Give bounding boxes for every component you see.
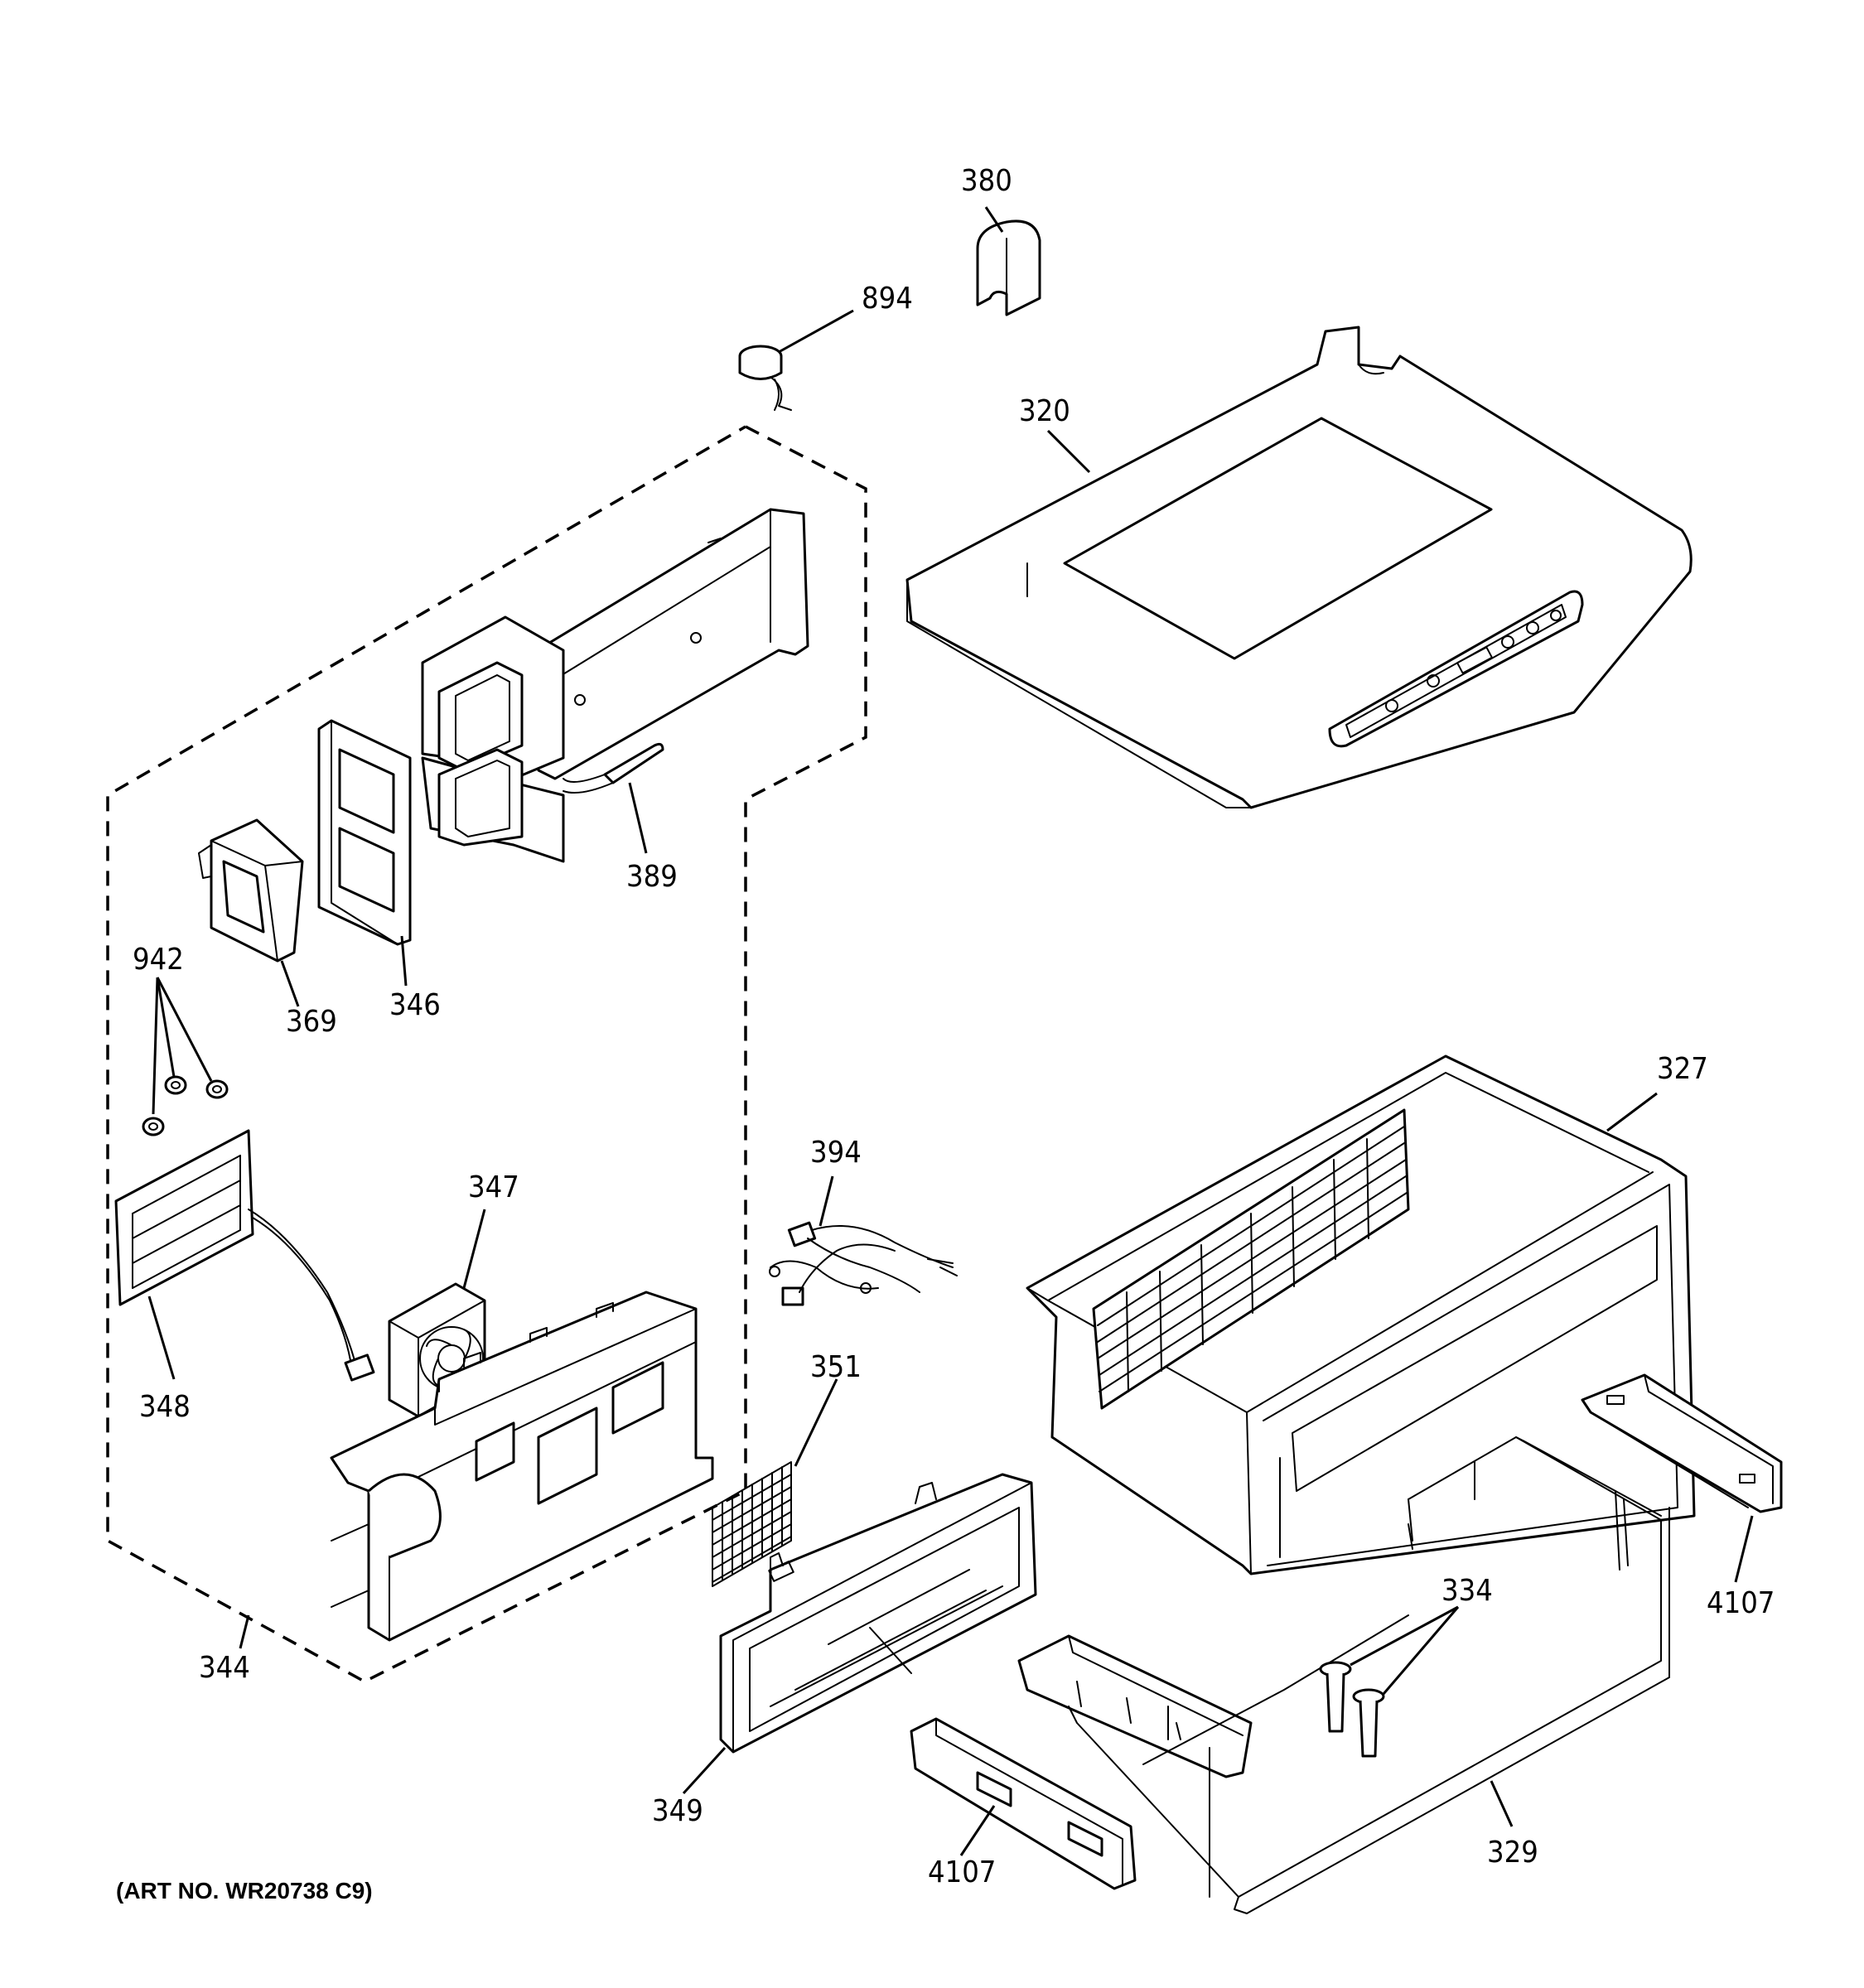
part-duct-housing [421, 508, 809, 863]
callout-4107-right: 4107 [1707, 1586, 1775, 1620]
callout-380: 380 [961, 164, 1012, 198]
art-number: (ART NO. WR20738 C9) [116, 1878, 373, 1904]
callout-327: 327 [1657, 1052, 1708, 1086]
leader-lines [147, 206, 1754, 1856]
part-942-grommets [142, 1075, 229, 1136]
callout-389: 389 [626, 860, 678, 894]
part-389-sensor [563, 742, 664, 794]
part-380-cap [976, 220, 1041, 316]
callout-346: 346 [389, 988, 441, 1022]
part-front-housing [330, 1291, 714, 1642]
callout-369: 369 [286, 1005, 337, 1039]
part-394-harness [769, 1221, 958, 1306]
part-4107-rail-left [910, 1717, 1137, 1890]
part-348-heater [114, 1129, 375, 1382]
callout-894: 894 [862, 282, 913, 316]
part-349-louver [719, 1473, 1037, 1754]
callout-344: 344 [199, 1651, 250, 1685]
part-351-screen [712, 1461, 792, 1587]
part-320-cover [905, 326, 1693, 809]
callout-329: 329 [1487, 1836, 1538, 1870]
callout-349: 349 [652, 1794, 703, 1828]
callout-334: 334 [1441, 1574, 1493, 1608]
callout-labels: 380 894 320 389 346 369 942 347 348 344 … [133, 164, 1775, 1889]
callout-320: 320 [1019, 394, 1070, 428]
part-329-frame [1017, 1436, 1670, 1914]
callout-942: 942 [133, 943, 184, 977]
callout-351: 351 [810, 1350, 862, 1384]
part-334-screws [1319, 1661, 1385, 1758]
part-327-drawer [1026, 1054, 1696, 1575]
part-894-thermostat [738, 345, 792, 411]
callout-394: 394 [810, 1136, 862, 1170]
callout-347: 347 [468, 1170, 519, 1204]
callout-4107-left: 4107 [928, 1855, 996, 1889]
part-4107-rail-right [1581, 1373, 1783, 1513]
part-346-gasket [317, 719, 412, 946]
part-369-duct [198, 818, 304, 963]
callout-348: 348 [139, 1390, 191, 1424]
